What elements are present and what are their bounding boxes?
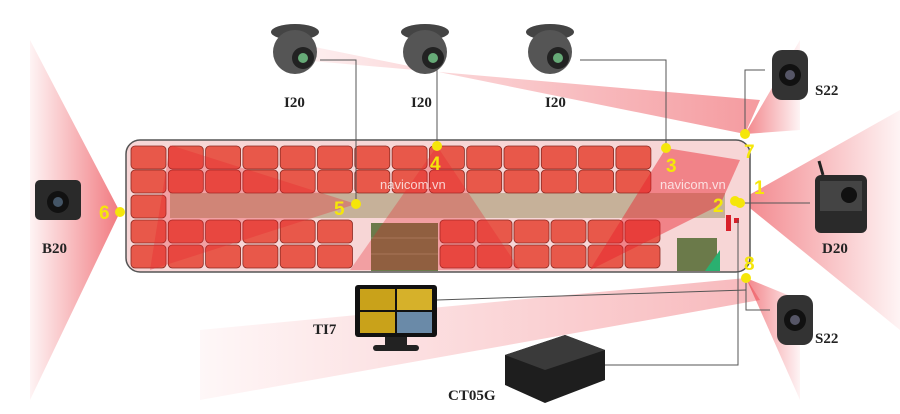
label-i20: I20	[284, 95, 305, 111]
seat	[205, 169, 242, 194]
marker-4: 4	[430, 154, 441, 175]
label-s22: S22	[815, 83, 838, 99]
marker-6: 6	[99, 203, 110, 224]
label-i20: I20	[411, 95, 432, 111]
seat	[439, 219, 476, 244]
marker-2: 2	[713, 196, 724, 217]
marker-7: 7	[744, 142, 755, 163]
dome-camera-icon	[526, 24, 574, 74]
side-camera-icon	[777, 295, 813, 345]
seat	[130, 244, 167, 269]
seat	[205, 244, 242, 269]
seat	[130, 169, 167, 194]
seat	[317, 219, 353, 244]
seat	[242, 219, 279, 244]
dome-camera-icon	[271, 24, 319, 74]
seat	[550, 219, 587, 244]
seat	[167, 219, 204, 244]
seat	[476, 244, 513, 269]
seat	[476, 219, 513, 244]
seat	[439, 244, 476, 269]
seat	[624, 219, 661, 244]
seat	[317, 145, 353, 170]
seat	[130, 194, 167, 219]
seat	[354, 169, 391, 194]
seat	[540, 169, 577, 194]
seat	[391, 145, 428, 170]
dome-camera-icon	[401, 24, 449, 74]
seat	[167, 169, 204, 194]
watermark: navicom.vn	[660, 177, 726, 192]
driver-panel	[726, 215, 731, 231]
driver-panel	[734, 218, 739, 223]
coverage-cam4	[350, 146, 520, 270]
seat	[317, 244, 353, 269]
seat	[503, 169, 540, 194]
seat	[428, 169, 465, 194]
seat	[354, 145, 391, 170]
seat	[205, 145, 242, 170]
seat	[242, 169, 279, 194]
leader-lines	[320, 59, 810, 366]
rear-camera-icon	[35, 180, 81, 220]
seat	[205, 219, 242, 244]
seat	[317, 169, 353, 194]
seat	[578, 145, 614, 170]
seat	[513, 244, 550, 269]
stairs-front	[677, 238, 720, 271]
seat	[578, 169, 614, 194]
seat	[167, 145, 204, 170]
label-b20: B20	[42, 241, 67, 257]
marker-1: 1	[754, 178, 765, 199]
coverage-side-bottom	[200, 278, 760, 400]
coverage-side-top	[280, 40, 760, 134]
watermark: navicom.vn	[380, 177, 446, 192]
marker-dots	[115, 129, 751, 283]
marker-8: 8	[744, 254, 755, 275]
label-ct05g: CT05G	[448, 388, 496, 404]
label-s22: S22	[815, 331, 838, 347]
label-ti7: TI7	[313, 322, 337, 338]
label-d20: D20	[822, 241, 848, 257]
seat	[466, 145, 503, 170]
side-camera-icon	[772, 50, 808, 100]
seat	[615, 169, 652, 194]
seat	[279, 219, 316, 244]
seat	[279, 244, 316, 269]
monitor-icon	[355, 285, 437, 351]
label-i20: I20	[545, 95, 566, 111]
coverage-cam5	[150, 145, 356, 270]
dashcam-icon	[815, 160, 867, 233]
marker-3: 3	[666, 156, 677, 177]
seat	[391, 169, 428, 194]
coverage-cam3	[590, 148, 740, 270]
seat	[587, 219, 624, 244]
seat	[428, 145, 465, 170]
seat	[242, 244, 279, 269]
seat	[503, 145, 540, 170]
seat	[167, 244, 204, 269]
seat	[540, 145, 577, 170]
seats	[130, 145, 661, 269]
recorder-icon	[505, 335, 605, 403]
seat	[615, 145, 652, 170]
seat	[624, 244, 661, 269]
seat	[130, 145, 167, 170]
stairs-middle	[371, 223, 438, 271]
aisle	[170, 193, 725, 218]
seat	[550, 244, 587, 269]
seat	[130, 219, 167, 244]
marker-5: 5	[334, 199, 345, 220]
seat	[513, 219, 550, 244]
seat	[279, 145, 316, 170]
seat	[242, 145, 279, 170]
seat	[466, 169, 503, 194]
seat	[279, 169, 316, 194]
seat	[587, 244, 624, 269]
